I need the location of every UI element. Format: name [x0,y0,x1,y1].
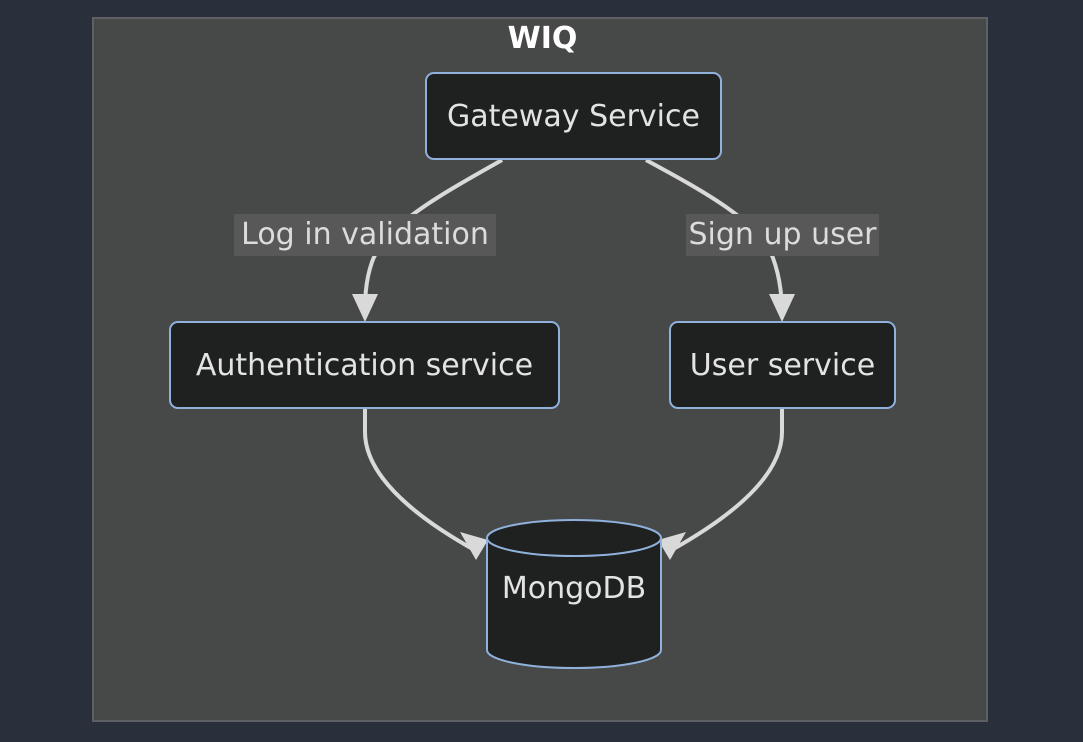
arrowhead-db-right [658,532,686,560]
user-service-node: User service [669,321,896,409]
authentication-service-label: Authentication service [195,347,534,383]
edge-user-to-db [667,408,784,554]
gateway-service-node: Gateway Service [425,72,722,160]
arrowhead-user [769,294,795,322]
arrowhead-db-left [460,532,488,560]
group-title-text: WIQ [507,21,578,56]
gateway-service-label: Gateway Service [447,98,700,134]
mongodb-cylinder [486,519,662,669]
edge-label-log-in-validation: Log in validation [234,214,496,256]
user-service-label: User service [689,347,876,383]
edge-label-sign-up-user: Sign up user [686,214,879,256]
arrowhead-auth [352,294,378,322]
authentication-service-node: Authentication service [169,321,560,409]
mongodb-label: MongoDB [501,571,647,606]
group-title: WIQ [0,17,1083,61]
edge-auth-to-db [363,408,479,554]
